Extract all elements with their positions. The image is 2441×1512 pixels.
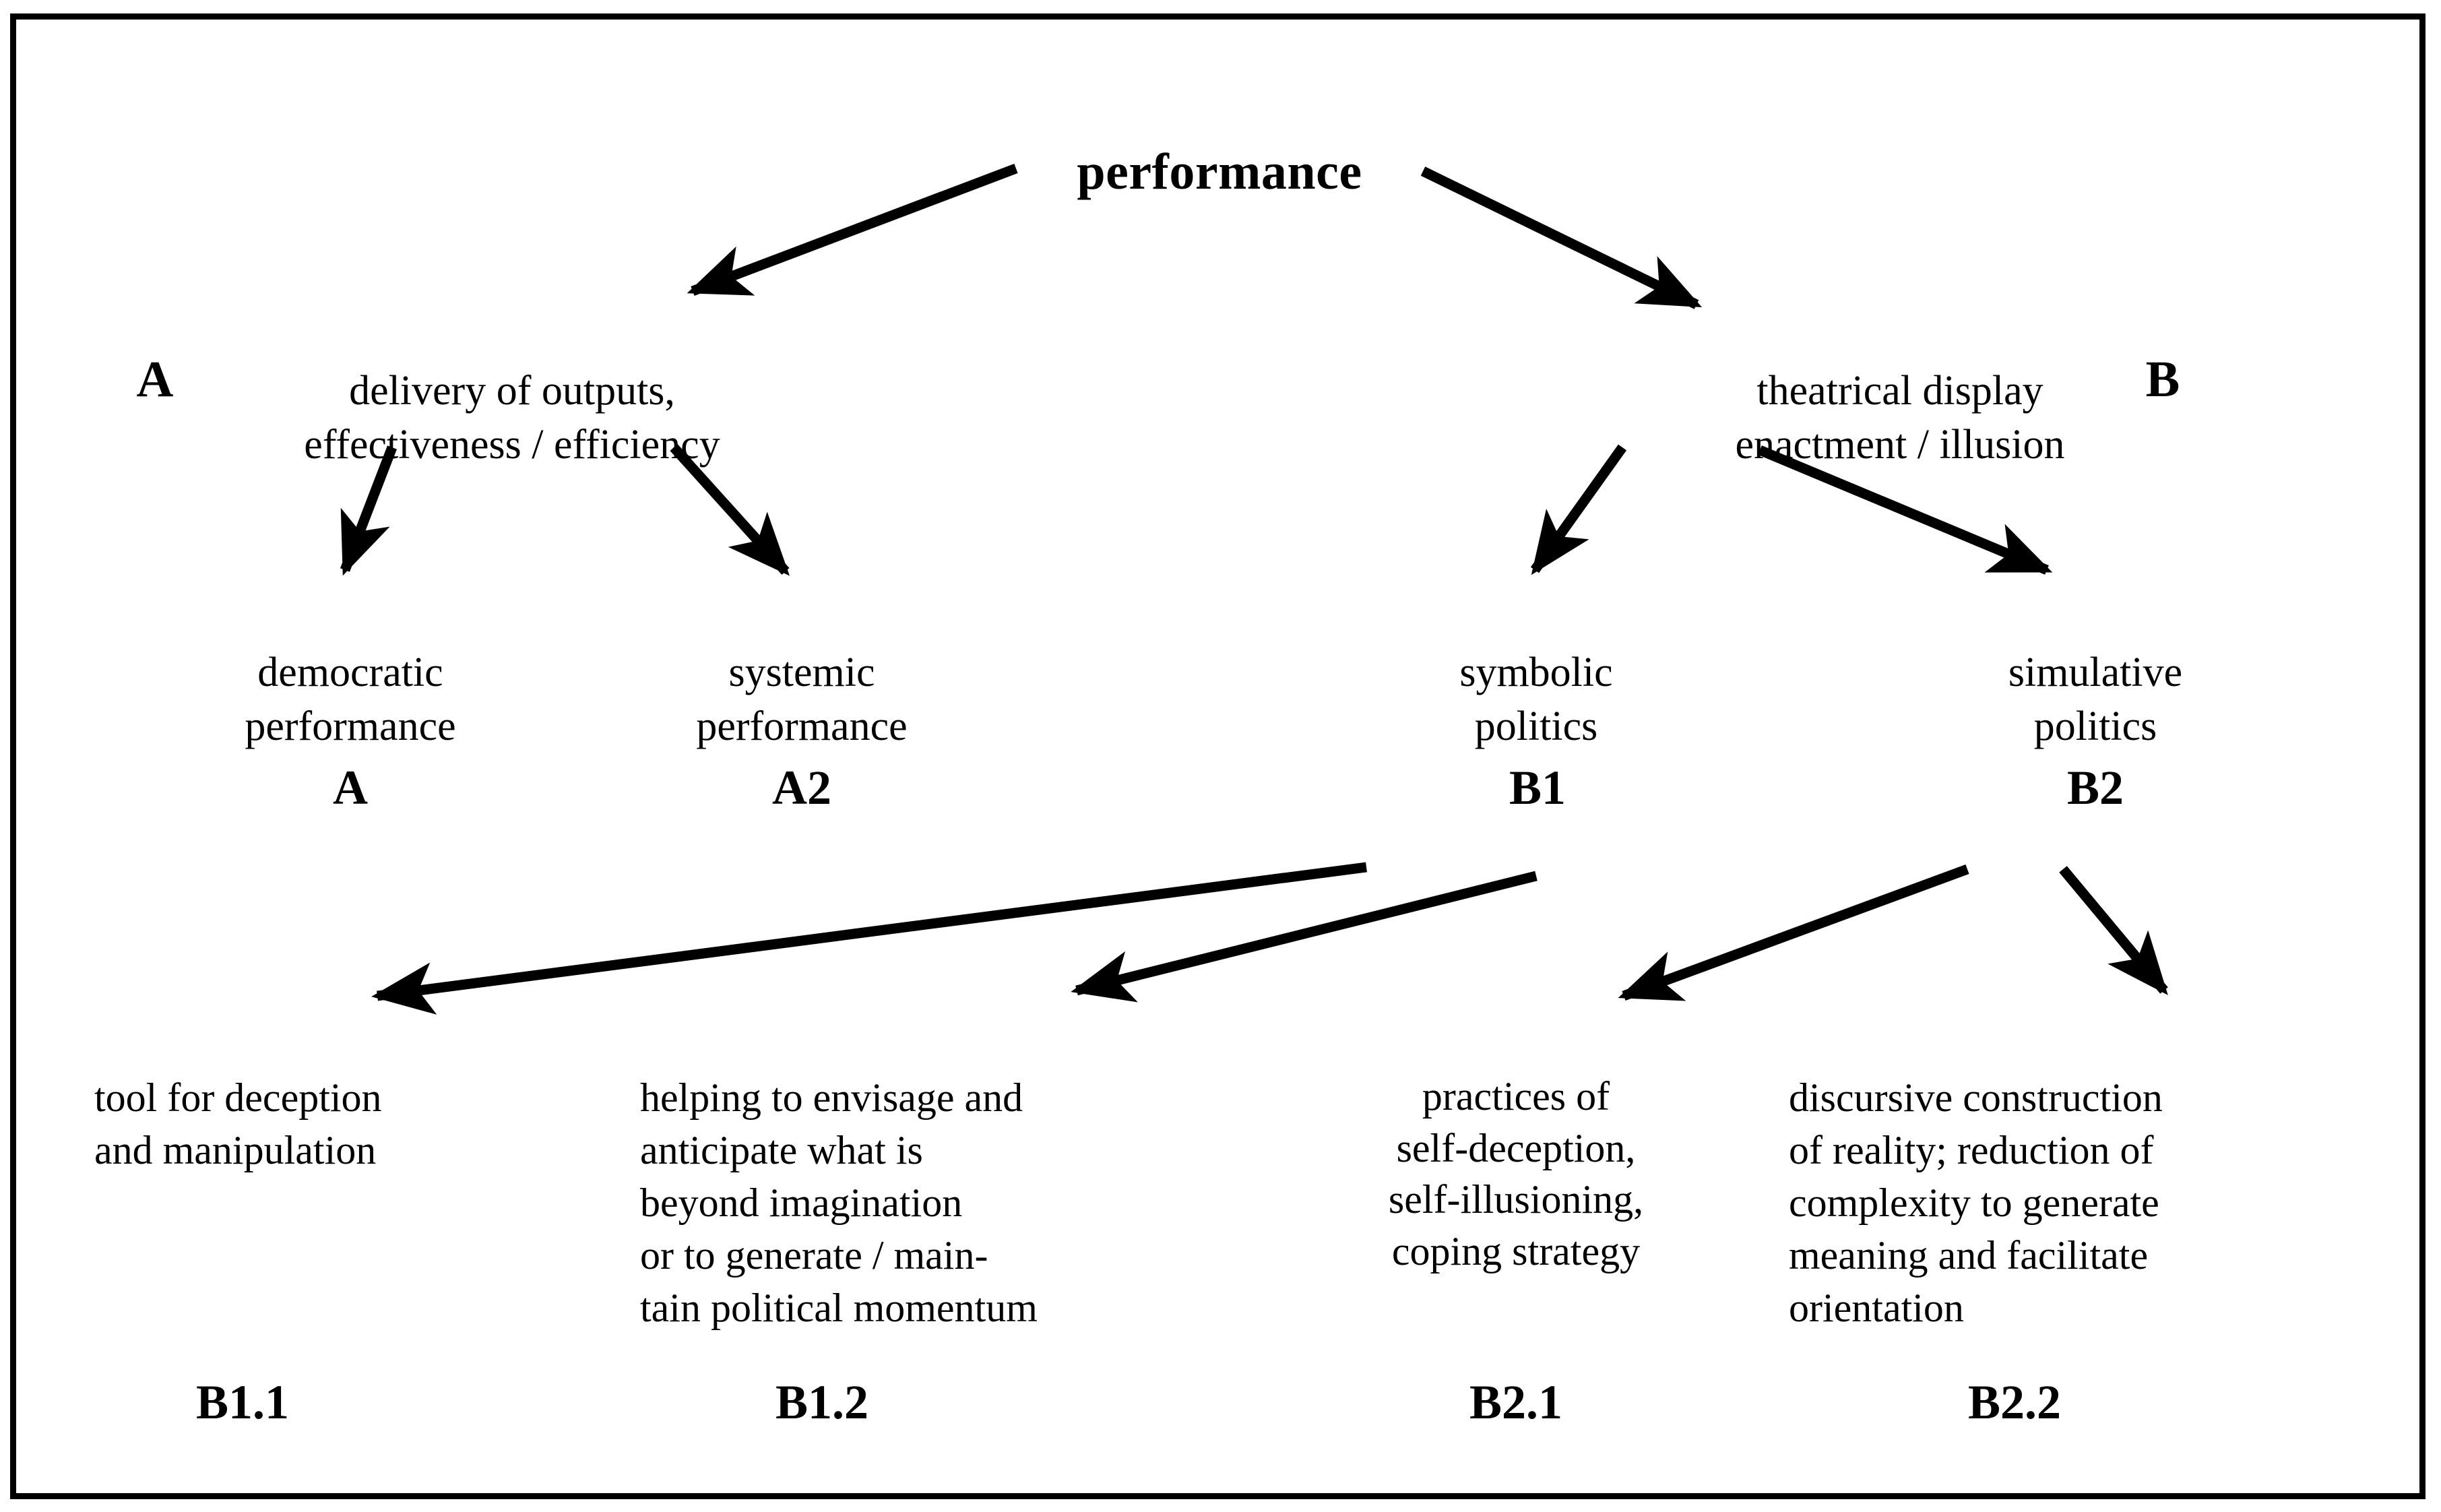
tag-sub-a2: A2 — [701, 760, 903, 816]
tag-branch-a-label: A — [136, 351, 174, 408]
tag-leaf-b2-1: B2.1 — [1381, 1375, 1651, 1430]
leaf-b2-2: discursive construction of reality; redu… — [1789, 1019, 2382, 1334]
node-root-label: performance — [1077, 144, 1362, 201]
tag-sub-b1-label: B1 — [1509, 761, 1566, 815]
diagram-border-frame — [10, 13, 2426, 1499]
leaf-b1-1: tool for deception and manipulation — [94, 1019, 593, 1176]
leaf-b1-1-label: tool for deception and manipulation — [94, 1075, 382, 1172]
node-branch-a: delivery of outputs, effectiveness / eff… — [202, 311, 822, 472]
tag-sub-a1: A — [249, 760, 451, 816]
tag-leaf-b1-2: B1.2 — [687, 1375, 957, 1430]
node-sub-a1: democratic performance — [141, 593, 559, 753]
node-sub-b2: simulative politics — [1907, 593, 2284, 753]
tag-leaf-b1-2-label: B1.2 — [775, 1375, 869, 1429]
leaf-b1-2-label: helping to envisage and anticipate what … — [640, 1075, 1038, 1330]
leaf-b2-1: practices of self-deception, self-illusi… — [1300, 1019, 1732, 1278]
node-sub-b1: symbolic politics — [1348, 593, 1725, 753]
node-sub-a1-label: democratic performance — [245, 650, 456, 749]
node-sub-a2-label: systemic performance — [696, 650, 908, 749]
node-branch-b: theatrical display enactment / illusion — [1563, 311, 2237, 472]
tag-leaf-b1-1: B1.1 — [108, 1375, 377, 1430]
tag-leaf-b2-2: B2.2 — [1880, 1375, 2149, 1430]
tag-branch-a: A — [94, 350, 216, 409]
tag-leaf-b1-1-label: B1.1 — [195, 1375, 290, 1429]
tag-leaf-b2-2-label: B2.2 — [1967, 1375, 2062, 1429]
tag-sub-a2-label: A2 — [772, 761, 831, 815]
leaf-b2-2-label: discursive construction of reality; redu… — [1789, 1075, 2163, 1330]
node-sub-b1-label: symbolic politics — [1459, 650, 1613, 749]
leaf-b2-1-label: practices of self-deception, self-illusi… — [1388, 1073, 1644, 1274]
tag-branch-b-label: B — [2145, 351, 2180, 408]
tag-sub-b2-label: B2 — [2066, 761, 2124, 815]
tag-leaf-b2-1-label: B2.1 — [1469, 1375, 1563, 1429]
node-root: performance — [943, 74, 1496, 206]
node-sub-a2: systemic performance — [600, 593, 1004, 753]
leaf-b1-2: helping to envisage and anticipate what … — [640, 1019, 1267, 1334]
tag-sub-b1: B1 — [1436, 760, 1639, 816]
node-branch-a-label: delivery of outputs, effectiveness / eff… — [304, 368, 720, 468]
node-branch-b-label: theatrical display enactment / illusion — [1735, 368, 2065, 468]
tag-branch-b: B — [2102, 350, 2223, 409]
tag-sub-b2: B2 — [1994, 760, 2196, 816]
tag-sub-a1-label: A — [333, 761, 368, 815]
node-sub-b2-label: simulative politics — [2008, 650, 2183, 749]
